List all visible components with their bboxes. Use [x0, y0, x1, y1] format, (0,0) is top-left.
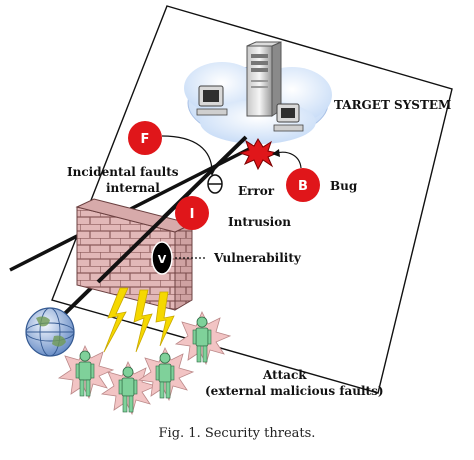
explosion-icon — [238, 138, 279, 171]
person-icon — [100, 361, 158, 416]
person-icon — [57, 345, 115, 400]
error-label: Error — [238, 184, 275, 198]
intrusion-label: Intrusion — [228, 215, 291, 229]
firewall-icon — [75, 198, 194, 311]
person-icon — [174, 311, 232, 366]
figure-caption: Fig. 1. Security threats. — [159, 426, 316, 441]
fault-marker — [128, 121, 162, 155]
attack-label: Attack — [262, 368, 307, 382]
server-icon — [246, 41, 282, 117]
computer-icon — [273, 103, 304, 132]
attack-sublabel: (external malicious faults) — [205, 384, 384, 398]
lightning-icon — [133, 289, 153, 353]
globe-icon — [25, 307, 75, 357]
target-system-label: TARGET SYSTEM — [334, 98, 451, 112]
fault-to-error-arrow — [161, 135, 213, 173]
incidental-faults-sublabel: internal — [106, 181, 160, 195]
bug-label: Bug — [330, 179, 358, 193]
incidental-faults-label: Incidental faults — [67, 165, 179, 179]
intrusion-marker — [175, 196, 209, 230]
bug-marker — [286, 168, 320, 202]
intrusion-marker-label: I — [190, 207, 195, 222]
person-icon — [137, 347, 195, 402]
computer-icon — [196, 85, 228, 116]
fault-marker-label: F — [141, 132, 150, 147]
vulnerability-label: Vulnerability — [213, 251, 302, 265]
intrusion-path-line — [96, 190, 192, 284]
bug-marker-label: B — [298, 179, 308, 194]
lightning-icon — [155, 291, 175, 347]
vulnerability-marker — [151, 241, 173, 275]
lightning-icon — [103, 287, 129, 353]
vulnerability-marker-label: V — [158, 253, 167, 266]
